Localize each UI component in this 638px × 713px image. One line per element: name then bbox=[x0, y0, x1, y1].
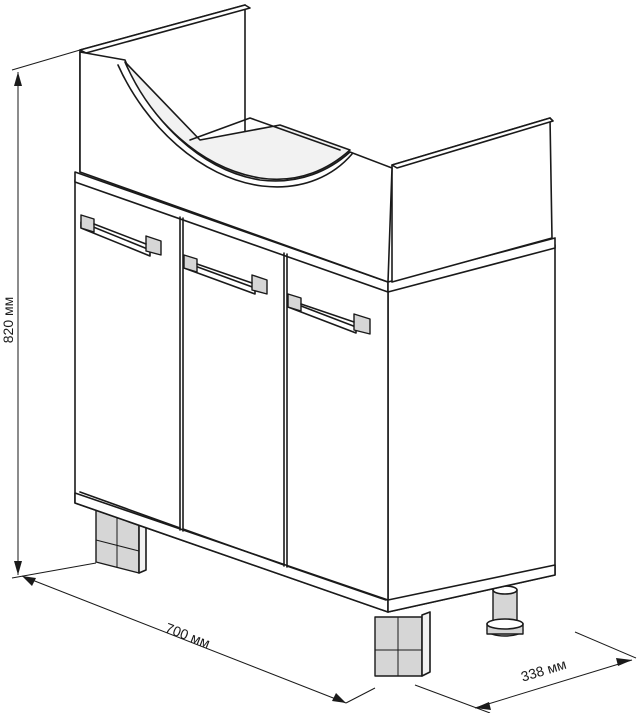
width-label: 700 мм bbox=[163, 620, 212, 652]
height-label: 820 мм bbox=[0, 297, 16, 344]
width-dimension: 700 мм bbox=[21, 575, 376, 704]
height-dimension: 820 мм bbox=[0, 49, 97, 579]
legs bbox=[95, 509, 524, 677]
cabinet-body bbox=[74, 171, 556, 613]
handle-right[interactable] bbox=[287, 293, 371, 335]
door-handles bbox=[80, 214, 371, 335]
handle-left[interactable] bbox=[80, 214, 162, 257]
depth-label: 338 мм bbox=[519, 656, 568, 685]
sink-basin bbox=[79, 4, 554, 283]
depth-dimension: 338 мм bbox=[414, 631, 637, 713]
handle-middle[interactable] bbox=[183, 254, 268, 295]
